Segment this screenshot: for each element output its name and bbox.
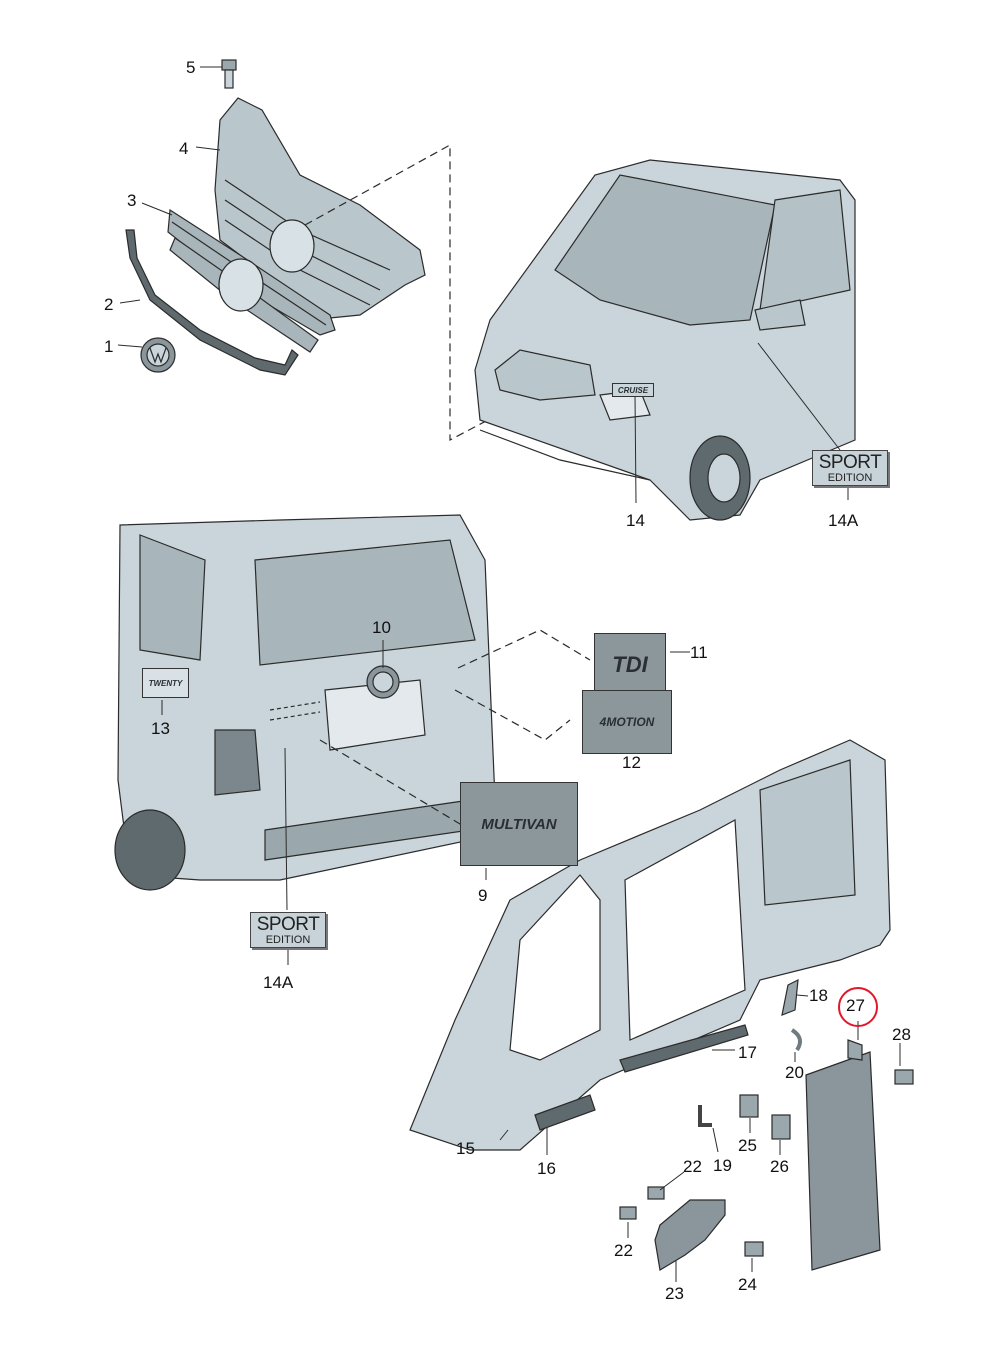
emblem-tdi-part-11: TDI [594, 633, 666, 697]
badge-line1: SPORT [256, 913, 320, 935]
grille-bars-part-3 [167, 208, 336, 353]
clip-part-25 [739, 1094, 759, 1118]
callout-11: 11 [690, 643, 708, 662]
vw-badge-part-1 [140, 337, 176, 373]
callout-22-bottom: 22 [614, 1241, 633, 1260]
callout-14a-bottom: 14A [263, 973, 294, 992]
bolt-part-24 [744, 1241, 764, 1257]
emblem-4motion-part-12: 4MOTION [582, 690, 672, 754]
callout-4: 4 [179, 139, 189, 158]
clip-part-20 [790, 1028, 803, 1052]
callout-25: 25 [738, 1136, 757, 1155]
side-panel-body [409, 739, 891, 1151]
callout-13: 13 [151, 719, 170, 738]
sport-edition-badge-bottom: SPORT EDITION [250, 912, 326, 948]
highlight-ring-part-27 [838, 987, 878, 1027]
emblem-cruise-part-14: CRUISE [612, 383, 654, 397]
badge-line2: EDITION [827, 471, 873, 484]
grille-trim-part-2 [125, 229, 299, 376]
bolt-part-22b [619, 1206, 637, 1220]
emblem-multivan-part-9: MULTIVAN [460, 782, 578, 866]
cover-part-27 [805, 1039, 881, 1271]
callout-12: 12 [622, 753, 641, 772]
van-front-view [474, 159, 856, 521]
callout-19: 19 [713, 1156, 732, 1175]
callout-14a-top: 14A [828, 511, 859, 530]
callout-20: 20 [785, 1063, 804, 1082]
sport-edition-badge-top: SPORT EDITION [812, 450, 888, 486]
badge-line2: EDITION [265, 933, 311, 946]
callout-17: 17 [738, 1043, 757, 1062]
callout-22-top: 22 [683, 1157, 702, 1176]
bolt-part-28 [894, 1069, 914, 1085]
callout-5: 5 [186, 58, 196, 77]
callout-2: 2 [104, 295, 114, 314]
callout-23: 23 [665, 1284, 684, 1303]
clip-part-26 [771, 1114, 791, 1140]
callout-27: 27 [846, 996, 865, 1015]
trim-part-18 [781, 978, 799, 1016]
callout-26: 26 [770, 1157, 789, 1176]
callout-9: 9 [478, 886, 488, 905]
screw-part-5 [221, 59, 237, 89]
callout-28: 28 [892, 1025, 911, 1044]
callout-3: 3 [127, 191, 137, 210]
callout-10: 10 [372, 618, 391, 637]
emblem-twenty-part-13: TWENTY [142, 668, 189, 698]
callout-15: 15 [456, 1139, 475, 1158]
van-rear-view [114, 514, 496, 891]
bracket-part-19 [698, 1105, 712, 1127]
bracket-part-23 [654, 1199, 726, 1271]
callout-14: 14 [626, 511, 645, 530]
callout-18: 18 [809, 986, 828, 1005]
grille-upper-part-4 [214, 97, 426, 319]
callout-1: 1 [104, 337, 114, 356]
callout-24: 24 [738, 1275, 757, 1294]
badge-line1: SPORT [818, 451, 882, 473]
callout-16: 16 [537, 1159, 556, 1178]
